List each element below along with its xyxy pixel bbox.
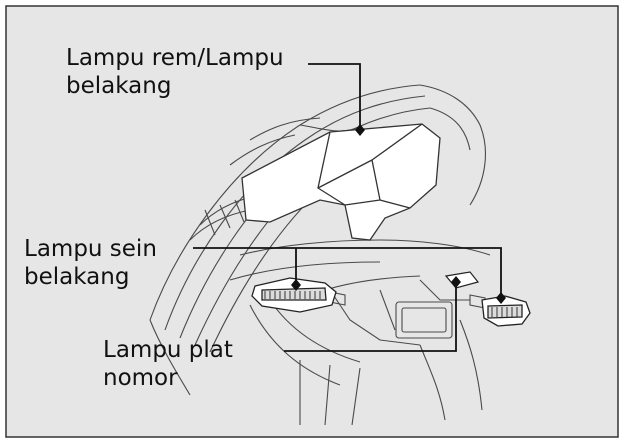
label-line: nomor bbox=[103, 365, 178, 391]
brake-tail-light-label: Lampu rem/Lampu belakang bbox=[66, 44, 284, 100]
label-line: Lampu plat bbox=[103, 337, 233, 363]
right-turn-signal bbox=[481, 295, 531, 327]
label-line: belakang bbox=[66, 73, 172, 99]
label-line: Lampu rem/Lampu bbox=[66, 45, 284, 71]
tail-light-shape bbox=[241, 123, 441, 241]
license-plate-light-label: Lampu plat nomor bbox=[103, 336, 233, 392]
leader-lines bbox=[193, 63, 502, 352]
motorcycle-body-lines bbox=[149, 84, 491, 426]
figure-panel bbox=[5, 5, 619, 438]
label-line: Lampu sein bbox=[24, 236, 157, 262]
leader-markers bbox=[291, 124, 506, 304]
left-turn-signal bbox=[251, 277, 337, 313]
label-line: belakang bbox=[24, 264, 130, 290]
rear-turn-signal-label: Lampu sein belakang bbox=[24, 235, 157, 291]
